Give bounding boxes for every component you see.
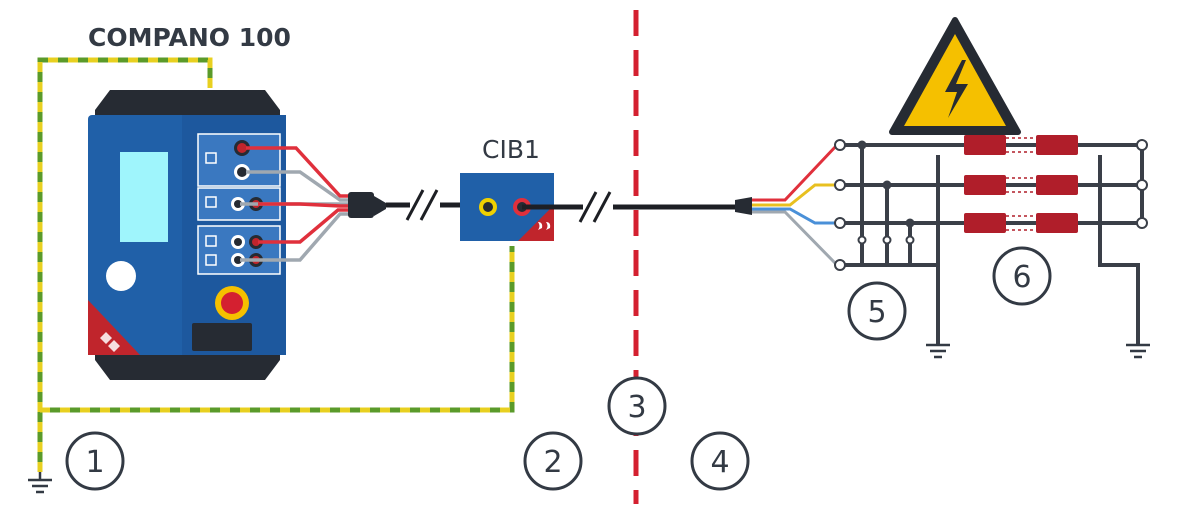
ground-symbol-right [1126,343,1150,359]
marker-2: 2 [523,431,583,491]
marker-1: 1 [65,431,125,491]
marker-6: 6 [992,246,1052,306]
marker-3: 3 [607,376,667,436]
ground-wire [37,57,515,472]
terminals [834,139,1148,271]
device-knob[interactable] [106,261,136,291]
cable-sections [964,135,1078,233]
cib-label: CIB1 [482,135,540,164]
cable-device-to-cib [386,189,460,221]
marker-3-label: 3 [627,390,646,425]
marker-5-label: 5 [867,295,886,330]
junction-dots [857,140,915,228]
ground-symbol-mid [926,343,950,359]
marker-5: 5 [847,281,907,341]
grounding-switches [857,235,915,245]
test-leads [240,146,352,262]
device-label: COMPANO 100 [88,23,291,52]
high-voltage-warning-icon [889,17,1021,135]
marker-2-label: 2 [543,445,562,480]
marker-4-label: 4 [710,445,729,480]
device-display-slot [192,323,252,351]
marker-1-label: 1 [85,445,104,480]
cable-plug-left [348,192,386,218]
device-screen [120,152,168,242]
cable-cib-to-field [522,190,752,223]
compano-device [88,90,286,380]
brand-corner [88,300,140,355]
ground-symbol-left [28,472,52,494]
marker-4: 4 [690,431,750,491]
marker-6-label: 6 [1012,260,1031,295]
phase-conductors [752,143,839,267]
